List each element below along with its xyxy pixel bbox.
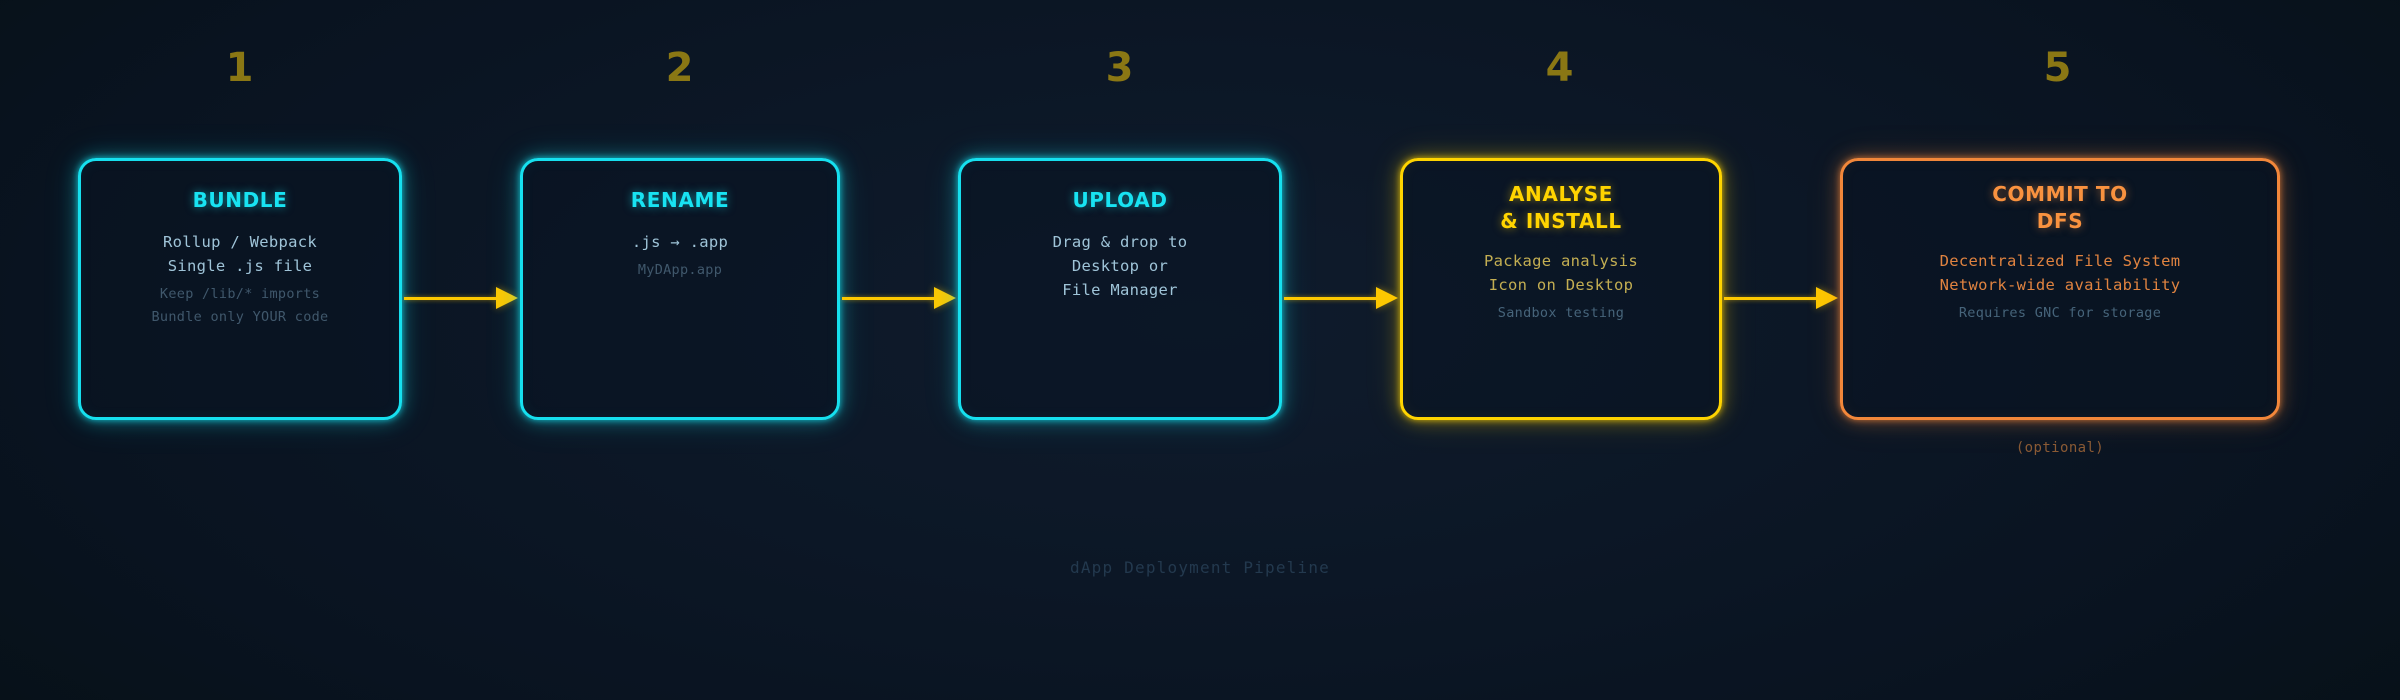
step-card-body: Drag & drop to Desktop or File Manager	[1053, 230, 1188, 302]
arrow-shaft	[1284, 296, 1376, 300]
step-number-2: 2	[665, 45, 695, 91]
step-card-upload[interactable]: UPLOAD Drag & drop to Desktop or File Ma…	[958, 158, 1282, 420]
step-detail-line: Decentralized File System	[1939, 252, 2181, 270]
step-detail-line: File Manager	[1062, 281, 1178, 299]
arrow-head-icon	[1816, 287, 1838, 309]
step-card-body: Rollup / Webpack Single .js file Keep /l…	[152, 230, 329, 329]
arrow-head-icon	[934, 287, 956, 309]
step-detail-line: .js → .app	[631, 233, 729, 251]
step-card-analyse-install[interactable]: ANALYSE & INSTALL Package analysis Icon …	[1400, 158, 1722, 420]
step-card-rename[interactable]: RENAME .js → .app MyDApp.app	[520, 158, 840, 420]
flow-arrow-1-to-2	[404, 287, 518, 309]
optional-label: (optional)	[2015, 440, 2105, 456]
step-note-line: Keep /lib/* imports	[159, 286, 321, 302]
arrow-head-icon	[496, 287, 518, 309]
step-number-5: 5	[2043, 45, 2073, 91]
step-card-body: Decentralized File System Network-wide a…	[1940, 249, 2181, 325]
step-note-line: Bundle only YOUR code	[151, 309, 329, 325]
step-card-bundle[interactable]: BUNDLE Rollup / Webpack Single .js file …	[78, 158, 402, 420]
step-detail-line: Desktop or	[1071, 257, 1169, 275]
flow-arrow-2-to-3	[842, 287, 956, 309]
step-card-commit-to-dfs[interactable]: COMMIT TO DFS Decentralized File System …	[1840, 158, 2280, 420]
step-detail-line: Icon on Desktop	[1488, 276, 1634, 294]
step-number-1: 1	[225, 45, 255, 91]
step-detail-line: Network-wide availability	[1939, 276, 2181, 294]
step-card-title: RENAME	[630, 188, 730, 212]
arrow-shaft	[842, 296, 934, 300]
arrow-head-icon	[1376, 287, 1398, 309]
step-note-line: Sandbox testing	[1497, 305, 1625, 321]
step-card-title: UPLOAD	[1072, 188, 1168, 212]
step-note-line: Requires GNC for storage	[1958, 305, 2162, 321]
step-detail-line: Package analysis	[1483, 252, 1639, 270]
step-card-body: Package analysis Icon on Desktop Sandbox…	[1484, 249, 1638, 325]
flow-arrow-3-to-4	[1284, 287, 1398, 309]
arrow-shaft	[404, 296, 496, 300]
step-card-title: COMMIT TO DFS	[1992, 182, 2128, 233]
step-detail-line: Drag & drop to	[1052, 233, 1188, 251]
diagram-caption: dApp Deployment Pipeline	[1070, 558, 1330, 577]
step-number-4: 4	[1545, 45, 1575, 91]
step-detail-line: Rollup / Webpack	[162, 233, 318, 251]
step-note-line: MyDApp.app	[637, 262, 723, 278]
flow-arrow-4-to-5	[1724, 287, 1838, 309]
step-card-body: .js → .app MyDApp.app	[632, 230, 728, 282]
step-detail-line: Single .js file	[167, 257, 313, 275]
step-card-title: ANALYSE & INSTALL	[1500, 182, 1622, 233]
arrow-shaft	[1724, 296, 1816, 300]
step-card-title: BUNDLE	[192, 188, 288, 212]
step-number-3: 3	[1105, 45, 1135, 91]
